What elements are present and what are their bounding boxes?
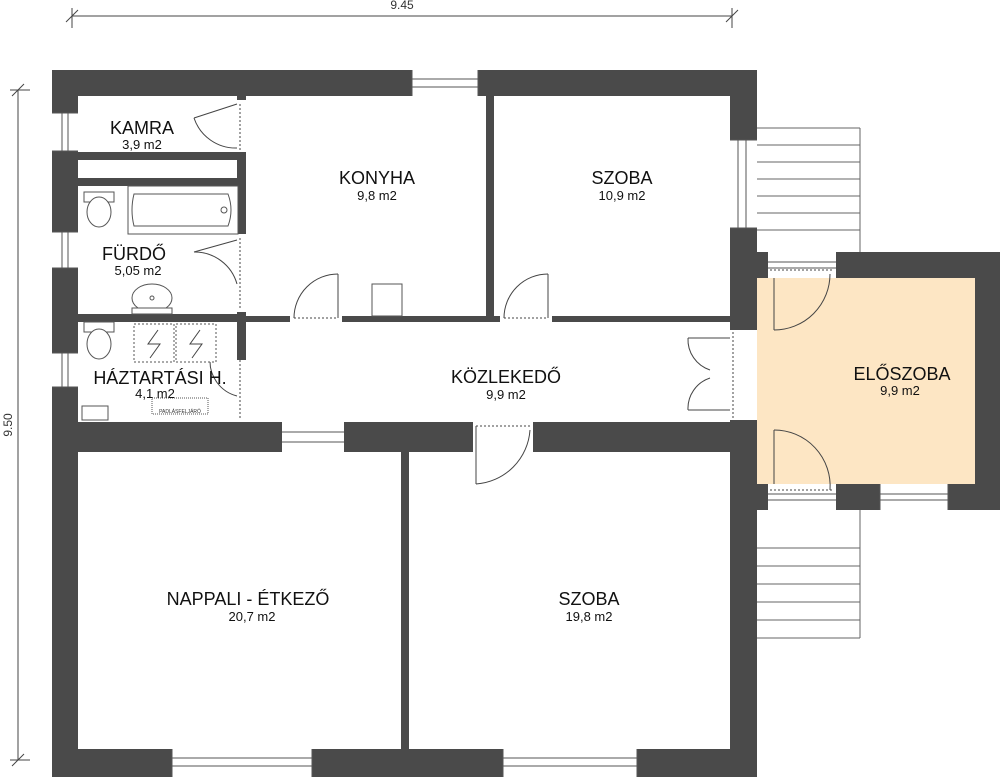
window-kamra xyxy=(52,112,78,152)
interior-walls xyxy=(78,96,730,749)
doors xyxy=(193,103,834,491)
room-furdo-area: 5,05 m2 xyxy=(115,263,162,278)
room-kamra-area: 3,9 m2 xyxy=(122,137,162,152)
toilet-furdo xyxy=(83,191,115,228)
sink-furdo xyxy=(131,283,173,315)
room-eloszoba-area: 9,9 m2 xyxy=(880,383,920,398)
door-konyha xyxy=(293,273,339,319)
dimension-width: 9.45 xyxy=(65,0,739,28)
door-eloszoba-top xyxy=(770,269,834,331)
room-nappali-area: 20,7 m2 xyxy=(229,609,276,624)
chimney xyxy=(371,283,403,317)
window-szoba-right xyxy=(730,139,757,229)
window-nappali xyxy=(171,749,313,777)
eloszoba-floor xyxy=(755,278,975,485)
room-labels: KAMRA 3,9 m2 KONYHA 9,8 m2 SZOBA 10,9 m2… xyxy=(93,118,950,624)
room-furdo-name: FÜRDŐ xyxy=(102,243,166,264)
attic-access-label: PADLÁSFELJÁRÓ xyxy=(159,408,201,415)
stairs-top xyxy=(757,127,861,252)
room-nappali-name: NAPPALI - ÉTKEZŐ xyxy=(167,588,330,609)
window-haztartasi xyxy=(52,352,78,388)
room-szoba-bottom-name: SZOBA xyxy=(558,589,619,609)
door-double-kozlekedo xyxy=(687,332,734,418)
stairs-bottom xyxy=(757,510,861,639)
room-szoba-top-name: SZOBA xyxy=(591,168,652,188)
door-haztartasi xyxy=(209,359,241,418)
openings xyxy=(52,70,948,777)
window-furdo xyxy=(52,231,78,269)
washer-dryer xyxy=(133,323,217,363)
room-szoba-top-area: 10,9 m2 xyxy=(599,188,646,203)
door-szoba-top xyxy=(503,273,549,319)
width-label: 9.45 xyxy=(390,0,414,12)
room-konyha-name: KONYHA xyxy=(339,168,415,188)
room-szoba-bottom-area: 19,8 m2 xyxy=(566,609,613,624)
height-label: 9.50 xyxy=(1,413,15,437)
room-haztartasi-area: 4,1 m2 xyxy=(135,386,175,401)
room-eloszoba-name: ELŐSZOBA xyxy=(853,363,950,384)
eloszoba-walls xyxy=(730,252,1000,510)
window-eloszoba-top xyxy=(768,261,836,269)
sink-haztartasi xyxy=(81,405,109,421)
door-szoba-bottom xyxy=(475,425,531,485)
fixtures: PADLÁSFELJÁRÓ xyxy=(81,185,403,421)
door-eloszoba-bottom xyxy=(770,429,834,491)
dimension-height: 9.50 xyxy=(1,83,30,767)
attic-hatch xyxy=(151,397,209,415)
door-furdo xyxy=(193,238,241,310)
outer-walls xyxy=(52,70,757,777)
window-eloszoba-bottom xyxy=(768,484,949,510)
room-kamra-name: KAMRA xyxy=(110,118,174,138)
windows xyxy=(52,70,949,777)
room-konyha-area: 9,8 m2 xyxy=(357,188,397,203)
room-kozlekedo-area: 9,9 m2 xyxy=(486,387,526,402)
window-top xyxy=(411,70,479,96)
door-kamra xyxy=(193,103,241,150)
window-kozlekedo xyxy=(282,431,344,443)
window-szoba-bottom xyxy=(502,749,638,777)
room-kozlekedo-name: KÖZLEKEDŐ xyxy=(451,366,561,387)
room-haztartasi-name: HÁZTARTÁSI H. xyxy=(93,368,226,388)
toilet-haztartasi xyxy=(83,321,115,360)
